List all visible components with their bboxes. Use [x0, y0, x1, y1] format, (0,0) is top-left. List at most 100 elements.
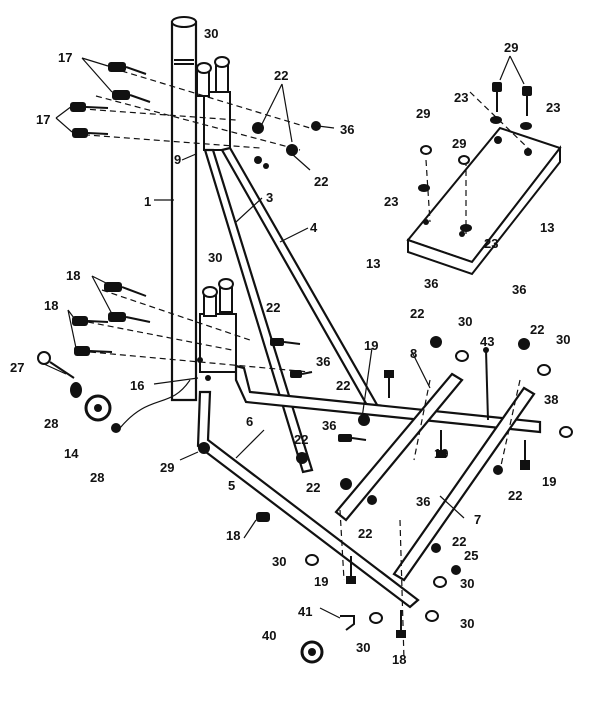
bolt-43-head — [483, 347, 489, 353]
main-post — [170, 20, 198, 402]
callout-label: 36 — [416, 494, 430, 509]
bolt-17 — [108, 62, 147, 75]
callout-label: 18 — [44, 298, 58, 313]
cap-30 — [218, 278, 234, 290]
nut-22 — [367, 495, 377, 505]
cross-tube-7 — [392, 386, 536, 582]
callout-label: 30 — [556, 332, 570, 347]
bolt-18 — [74, 346, 113, 356]
callout-label: 4 — [310, 220, 318, 235]
callout-label: 22 — [266, 300, 280, 315]
callout-label: 43 — [480, 334, 494, 349]
washer-23 — [490, 116, 502, 124]
bolt-36 — [338, 434, 367, 442]
callout-label: 22 — [410, 306, 424, 321]
nut-9 — [254, 156, 262, 164]
cap-30 — [305, 554, 319, 566]
bolt-19 — [520, 440, 530, 470]
callout-label: 23 — [484, 236, 498, 251]
callout-label: 36 — [424, 276, 438, 291]
bolt-36 — [270, 338, 301, 346]
bolt-36 — [290, 370, 313, 378]
cap-30 — [369, 612, 383, 624]
bolt-18 — [256, 512, 270, 522]
callout-label: 3 — [266, 190, 273, 205]
cap-30 — [559, 426, 573, 438]
washer-28 — [111, 423, 121, 433]
callout-label: 28 — [90, 470, 104, 485]
bolt-17 — [72, 128, 109, 138]
callout-label: 30 — [208, 250, 222, 265]
bolt-43 — [485, 349, 489, 421]
bolt-19 — [396, 610, 406, 638]
callout-label: 22 — [508, 488, 522, 503]
bolt-19 — [384, 370, 394, 398]
seat-board-bottom — [407, 145, 561, 276]
bolt-18 — [72, 316, 109, 326]
callout-label: 36 — [340, 122, 354, 137]
callout-label: 18 — [226, 528, 240, 543]
screw-16 — [205, 375, 211, 381]
callout-label: 16 — [130, 378, 144, 393]
callout-label: 18 — [66, 268, 80, 283]
nut-22 — [518, 338, 530, 350]
callout-label: 19 — [364, 338, 378, 353]
callout-label: 41 — [298, 604, 312, 619]
callout-label: 29 — [160, 460, 174, 475]
nut-22 — [493, 465, 503, 475]
callout-label: 30 — [204, 26, 218, 41]
nut-22 — [430, 336, 442, 348]
board-hole — [494, 136, 502, 144]
bolt-19 — [346, 556, 356, 584]
callout-label: 36 — [322, 418, 336, 433]
callout-label: 19 — [434, 446, 448, 461]
callout-label: 25 — [464, 548, 478, 563]
callout-label: 9 — [174, 152, 181, 167]
board-hole — [524, 148, 532, 156]
nut-22 — [311, 121, 321, 131]
callout-label: 36 — [512, 282, 526, 297]
screw-16 — [197, 357, 203, 363]
cap-30 — [537, 364, 551, 376]
nut-22 — [340, 478, 352, 490]
base-tube-6 — [234, 364, 542, 434]
knob-14-hub — [94, 404, 102, 412]
callout-label: 23 — [454, 90, 468, 105]
cap-30 — [455, 350, 469, 362]
lower-bracket — [199, 313, 237, 373]
callout-label: 22 — [306, 480, 320, 495]
washer-23 — [418, 184, 430, 192]
callout-label: 22 — [358, 526, 372, 541]
main-post-top — [171, 16, 197, 28]
bolt-17 — [112, 90, 151, 103]
upper-bracket — [203, 91, 231, 151]
callout-label: 29 — [452, 136, 466, 151]
callout-label: 23 — [384, 194, 398, 209]
callout-label: 22 — [336, 378, 350, 393]
nut-22 — [431, 543, 441, 553]
bolt-29 — [492, 82, 502, 112]
washer-23 — [460, 224, 472, 232]
callout-label: 7 — [474, 512, 481, 527]
nut-22 — [296, 452, 308, 464]
cap-30 — [202, 286, 218, 298]
callout-label: 5 — [228, 478, 235, 493]
callout-label: 22 — [530, 322, 544, 337]
cap-30 — [433, 576, 447, 588]
callout-label: 40 — [262, 628, 276, 643]
nut-25 — [451, 565, 461, 575]
clip-41 — [340, 615, 355, 631]
callout-label: 30 — [272, 554, 286, 569]
bolt-18 — [108, 312, 151, 323]
callout-label: 14 — [64, 446, 79, 461]
callout-label: 38 — [544, 392, 558, 407]
callout-label: 17 — [36, 112, 50, 127]
nut-22 — [252, 122, 264, 134]
rod-3 — [203, 148, 314, 474]
callout-label: 22 — [452, 534, 466, 549]
callout-labels: 30 17 17 22 36 9 22 29 23 23 29 29 23 23… — [10, 26, 570, 667]
post-ring — [174, 59, 194, 65]
callout-label: 22 — [314, 174, 328, 189]
leader-lines — [43, 55, 525, 619]
